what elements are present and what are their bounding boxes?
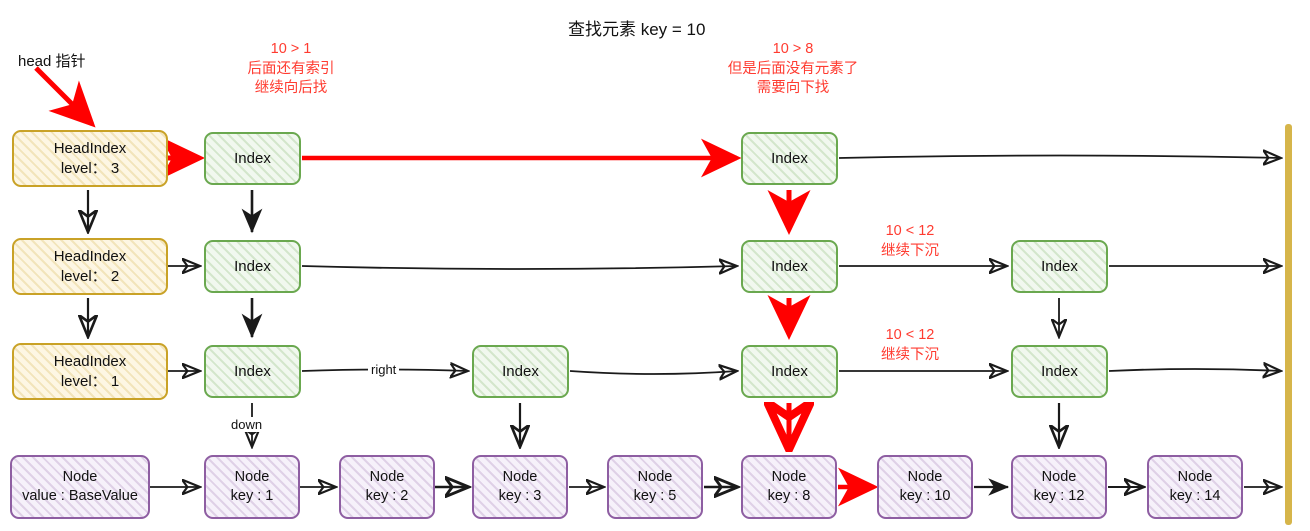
box-detail: key : 8 <box>767 488 811 504</box>
index-l3-c1[interactable]: Index <box>204 132 301 185</box>
node-key-10[interactable]: Node key : 10 <box>877 455 973 519</box>
diagram-title: 查找元素 key = 10 <box>568 20 706 39</box>
node-key-14[interactable]: Node key : 14 <box>1147 455 1243 519</box>
box-title: Index <box>234 149 271 167</box>
box-title: Index <box>771 362 808 380</box>
index-l3-c2[interactable]: Index <box>741 132 838 185</box>
edge-index1d-to-tail <box>1108 369 1281 371</box>
box-detail: key : 10 <box>899 488 951 504</box>
box-detail: level： 2 <box>60 267 120 285</box>
box-title: Index <box>1041 362 1078 380</box>
box-title: Node <box>1041 469 1077 486</box>
box-title: Index <box>234 362 271 380</box>
box-title: Index <box>234 257 271 275</box>
box-detail: key : 14 <box>1169 488 1221 504</box>
edge-label-right: right <box>368 362 400 377</box>
box-title: Node <box>907 469 943 486</box>
index-l2-c2[interactable]: Index <box>741 240 838 293</box>
headindex-level-2[interactable]: HeadIndex level： 2 <box>12 238 168 295</box>
box-title: Node <box>1177 469 1213 486</box>
note-level1-sink: 10 < 12 继续下沉 <box>845 326 975 365</box>
note-line: 后面还有索引 <box>247 60 335 77</box>
node-key-12[interactable]: Node key : 12 <box>1011 455 1107 519</box>
box-title: Index <box>502 362 539 380</box>
index-l1-c3[interactable]: Index <box>741 345 838 398</box>
note-line: 需要向下找 <box>756 80 830 97</box>
box-title: HeadIndex <box>53 353 127 371</box>
edge-index1b-to-index1c <box>569 371 737 374</box>
index-l1-c1[interactable]: Index <box>204 345 301 398</box>
box-title: Node <box>62 469 98 486</box>
box-title: Index <box>1041 257 1078 275</box>
box-title: Node <box>771 469 807 486</box>
note-line: 10 < 12 <box>885 223 935 239</box>
box-detail: level： 1 <box>60 372 120 390</box>
note-level2-sink: 10 < 12 继续下沉 <box>845 222 975 261</box>
headindex-level-1[interactable]: HeadIndex level： 1 <box>12 343 168 400</box>
box-title: Node <box>369 469 405 486</box>
note-line: 但是后面没有元素了 <box>727 60 859 77</box>
index-l2-c3[interactable]: Index <box>1011 240 1108 293</box>
note-line: 10 > 8 <box>772 41 814 57</box>
node-base[interactable]: Node value : BaseValue <box>10 455 150 519</box>
edge-index2a-to-index2b <box>301 266 737 269</box>
edge-label-down: down <box>228 417 266 432</box>
edge-index3b-to-tail <box>838 156 1281 159</box>
head-pointer-arrow <box>34 66 96 128</box>
head-pointer-label: head 指针 <box>18 53 86 70</box>
box-title: Node <box>502 469 538 486</box>
box-detail: key : 1 <box>230 488 274 504</box>
note-line: 10 > 1 <box>270 41 312 57</box>
note-line: 继续下沉 <box>881 346 939 363</box>
box-detail: key : 3 <box>498 488 542 504</box>
box-title: Node <box>637 469 673 486</box>
box-title: Index <box>771 257 808 275</box>
box-title: HeadIndex <box>53 140 127 158</box>
tail-rail <box>1285 124 1292 525</box>
box-detail: value : BaseValue <box>22 488 138 504</box>
index-l1-c2[interactable]: Index <box>472 345 569 398</box>
node-key-5[interactable]: Node key : 5 <box>607 455 703 519</box>
note-level3-start: 10 > 1 后面还有索引 继续向后找 <box>186 40 396 99</box>
node-key-2[interactable]: Node key : 2 <box>339 455 435 519</box>
box-title: Node <box>234 469 270 486</box>
box-title: HeadIndex <box>53 248 127 266</box>
headindex-level-3[interactable]: HeadIndex level： 3 <box>12 130 168 187</box>
note-line: 继续下沉 <box>881 242 939 259</box>
box-detail: level： 3 <box>60 159 120 177</box>
note-level3-stop: 10 > 8 但是后面没有元素了 需要向下找 <box>678 40 908 99</box>
index-l2-c1[interactable]: Index <box>204 240 301 293</box>
box-detail: key : 2 <box>365 488 409 504</box>
node-key-3[interactable]: Node key : 3 <box>472 455 568 519</box>
node-key-8[interactable]: Node key : 8 <box>741 455 837 519</box>
note-line: 继续向后找 <box>254 80 328 97</box>
node-key-1[interactable]: Node key : 1 <box>204 455 300 519</box>
index-l1-c4[interactable]: Index <box>1011 345 1108 398</box>
note-line: 10 < 12 <box>885 327 935 343</box>
box-detail: key : 5 <box>633 488 677 504</box>
box-detail: key : 12 <box>1033 488 1085 504</box>
box-title: Index <box>771 149 808 167</box>
